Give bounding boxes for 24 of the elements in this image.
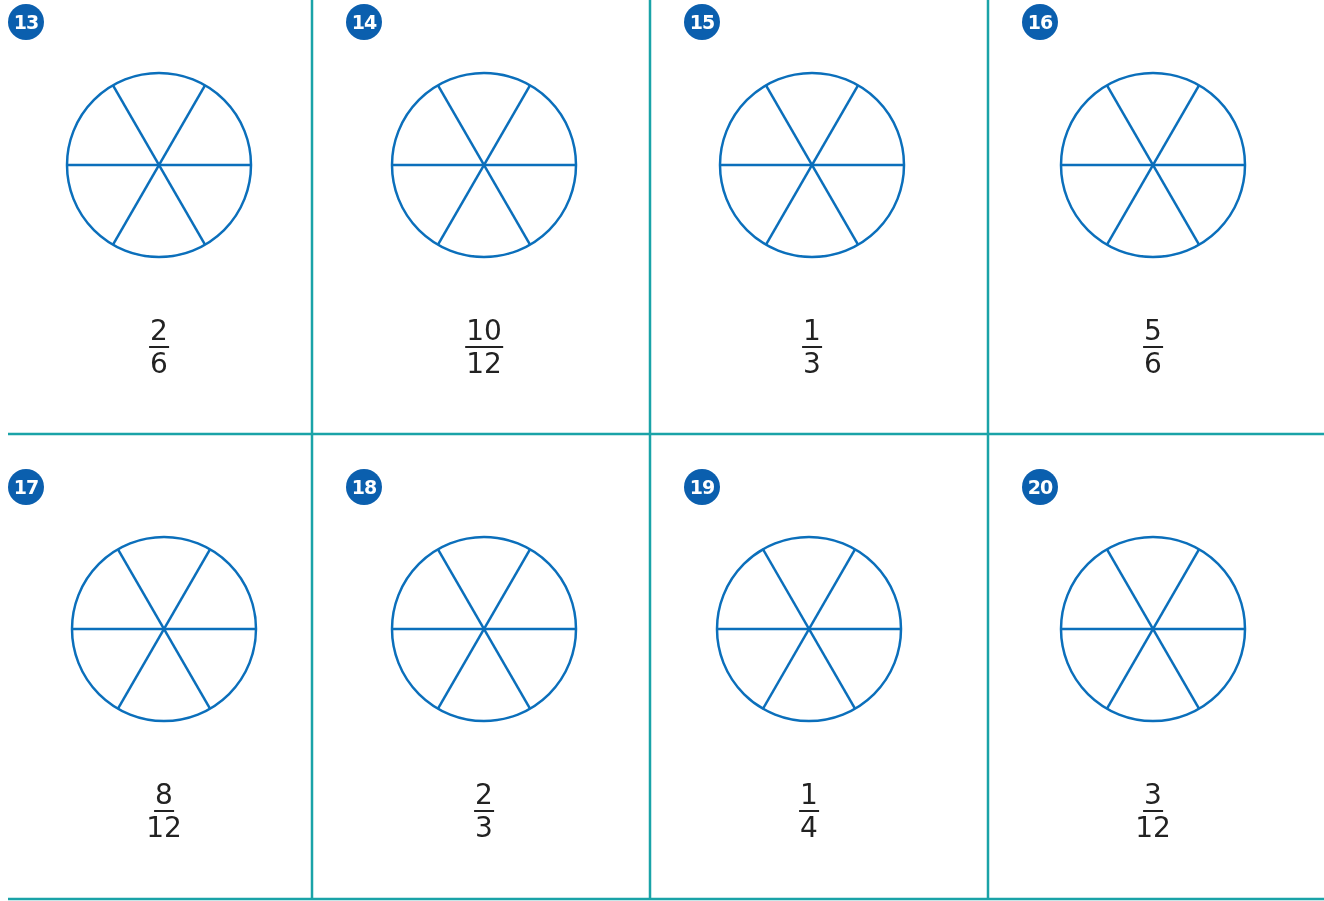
fraction-denominator: 12 <box>466 349 502 379</box>
question-number: 14 <box>346 4 382 40</box>
fraction-numerator: 3 <box>1143 780 1163 812</box>
fraction-denominator: 6 <box>1144 349 1162 379</box>
fraction-denominator: 12 <box>146 813 182 843</box>
question-number: 16 <box>1022 4 1058 40</box>
question-number: 17 <box>8 469 44 505</box>
fraction-denominator: 3 <box>803 349 821 379</box>
question-number: 15 <box>684 4 720 40</box>
fraction-numerator: 8 <box>154 780 174 812</box>
fraction-denominator: 3 <box>475 813 493 843</box>
fraction-numerator: 2 <box>149 316 169 348</box>
fraction-numerator: 10 <box>465 316 503 348</box>
fraction-numerator: 1 <box>799 780 819 812</box>
question-number: 20 <box>1022 469 1058 505</box>
fraction-numerator: 1 <box>802 316 822 348</box>
question-number: 18 <box>346 469 382 505</box>
question-number: 13 <box>8 4 44 40</box>
fraction-numerator: 2 <box>474 780 494 812</box>
fraction-denominator: 4 <box>800 813 818 843</box>
question-number: 19 <box>684 469 720 505</box>
fraction-denominator: 6 <box>150 349 168 379</box>
fraction-denominator: 12 <box>1135 813 1171 843</box>
fraction-numerator: 5 <box>1143 316 1163 348</box>
